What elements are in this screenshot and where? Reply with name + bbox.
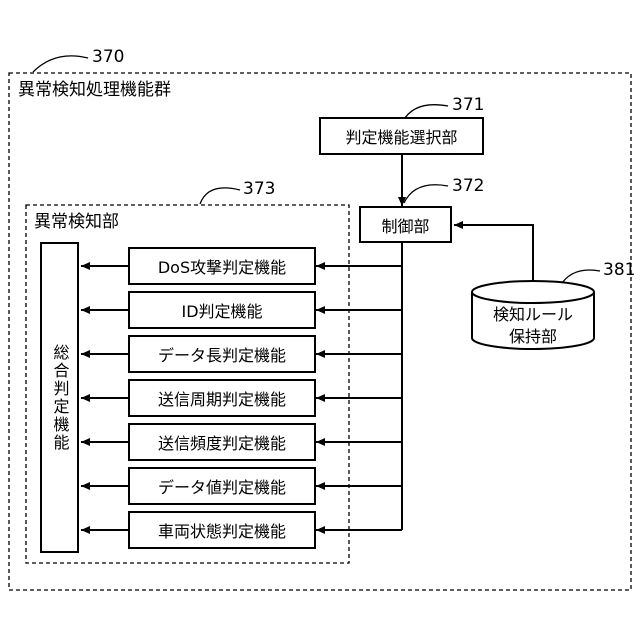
ref-370: 370 <box>92 47 124 67</box>
controller-label: 制御部 <box>381 213 429 237</box>
selector-box: 判定機能選択部 <box>319 117 484 155</box>
function-label: 車両状態判定機能 <box>158 518 286 542</box>
function-label: 送信周期判定機能 <box>158 386 286 410</box>
function-label: データ長判定機能 <box>158 342 286 366</box>
selector-label: 判定機能選択部 <box>345 124 457 148</box>
detector-title: 異常検知部 <box>34 212 119 232</box>
leader-372 <box>404 185 448 203</box>
ref-371: 371 <box>452 95 484 115</box>
ref-373: 373 <box>243 179 275 199</box>
function-label: DoS攻撃判定機能 <box>158 254 286 278</box>
function-box-data-value: データ値判定機能 <box>128 467 316 505</box>
bus-arrows <box>316 266 402 530</box>
rules-label: 検知ルール 保持部 <box>471 304 595 348</box>
function-box-send-period: 送信周期判定機能 <box>128 379 316 417</box>
leader-373 <box>200 188 240 204</box>
function-box-dos: DoS攻撃判定機能 <box>128 247 316 285</box>
function-label: データ値判定機能 <box>158 474 286 498</box>
overall-judgement-label: 総合判定機能 <box>48 344 72 452</box>
function-label: 送信頻度判定機能 <box>158 430 286 454</box>
function-box-vehicle-state: 車両状態判定機能 <box>128 511 316 549</box>
function-arrows <box>81 266 128 530</box>
function-box-send-frequency: 送信頻度判定機能 <box>128 423 316 461</box>
group-title: 異常検知処理機能群 <box>18 80 171 100</box>
function-label: ID判定機能 <box>181 298 262 322</box>
function-box-id: ID判定機能 <box>128 291 316 329</box>
overall-judgement-box: 総合判定機能 <box>40 242 79 553</box>
arrow-rules-controller <box>454 225 533 285</box>
rules-label-line2: 保持部 <box>471 326 595 348</box>
controller-box: 制御部 <box>359 206 452 243</box>
function-box-data-length: データ長判定機能 <box>128 335 316 373</box>
leader-370 <box>33 56 88 72</box>
ref-381: 381 <box>603 260 635 280</box>
rules-label-line1: 検知ルール <box>471 304 595 326</box>
ref-372: 372 <box>452 176 484 196</box>
